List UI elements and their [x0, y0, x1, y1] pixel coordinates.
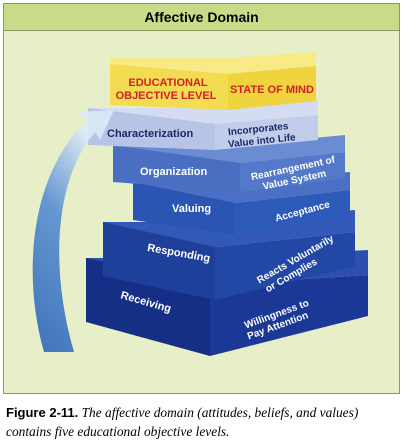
header-front-face [110, 64, 228, 110]
level-organization: Organization Rearrangement of Value Syst… [113, 135, 345, 193]
figure-number: Figure 2-11. [6, 405, 79, 420]
valuing-side-face [235, 190, 350, 235]
organization-label: Organization [140, 166, 208, 178]
figure-caption: Figure 2-11. The affective domain (attit… [6, 403, 401, 441]
organization-front-face [113, 145, 240, 192]
header-side-face [228, 66, 316, 110]
panel-title: Affective Domain [4, 4, 399, 31]
responding-side-face [215, 232, 355, 300]
header-box: EDUCATIONAL OBJECTIVE LEVEL STATE OF MIN… [110, 52, 316, 110]
characterization-label: Characterization [107, 128, 193, 140]
figure-caption-text: The affective domain (attitudes, beliefs… [6, 405, 359, 439]
header-right: STATE OF MIND [230, 84, 314, 96]
valuing-label: Valuing [172, 203, 211, 215]
responding-front-face [103, 222, 215, 300]
upward-progression-arrow-icon [32, 110, 114, 352]
organization-side-face [240, 152, 345, 192]
receiving-side-face [210, 275, 368, 356]
header-left-line1: EDUCATIONAL [128, 77, 208, 89]
characterization-side-face [215, 115, 318, 150]
valuing-front-face [133, 182, 235, 235]
characterization-front-face [88, 108, 215, 150]
header-left-line2: OBJECTIVE LEVEL [116, 90, 217, 102]
